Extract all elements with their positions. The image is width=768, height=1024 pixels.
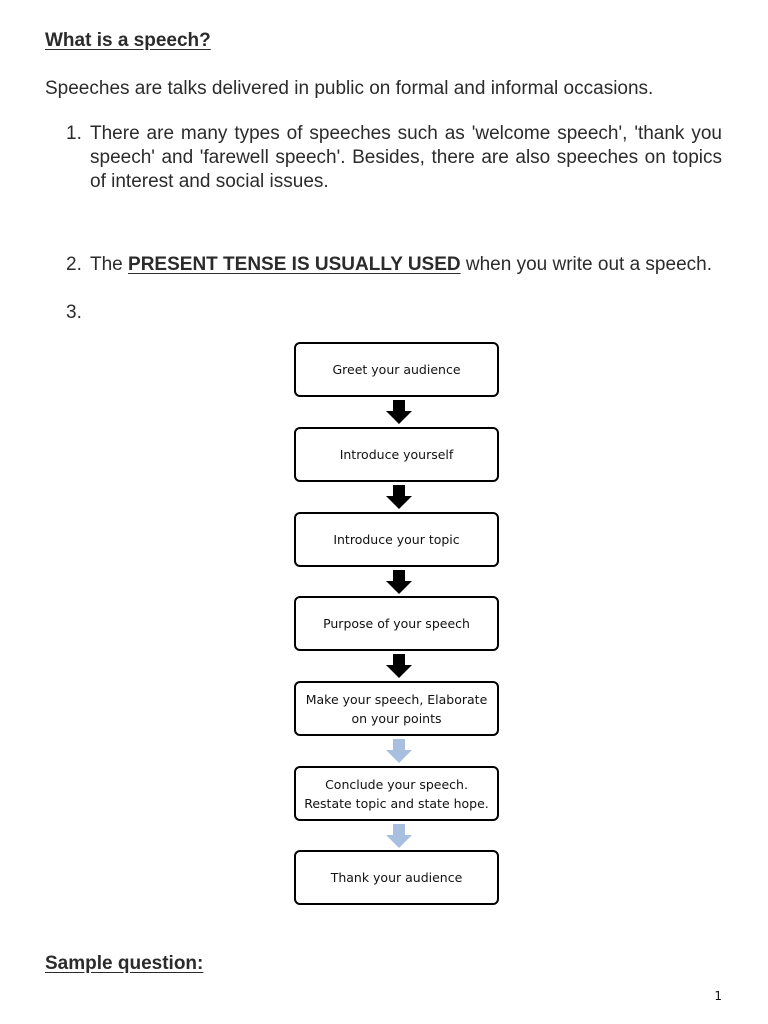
flow-step-introduce-yourself: Introduce yourself [294,427,499,482]
flow-arrow-shape [386,654,412,678]
flow-arrow-down-icon [386,654,412,678]
list-item-number: 2. [66,254,82,275]
flow-step-greet: Greet your audience [294,342,499,397]
list-item-prefix: The [90,254,123,275]
sample-question-heading: Sample question: [45,953,204,974]
present-tense-emphasis: PRESENT TENSE IS USUALLY USED [128,254,461,275]
flow-arrow-shape [386,739,412,763]
flow-step-purpose: Purpose of your speech [294,596,499,651]
page-heading: What is a speech? [45,30,211,51]
flow-arrow-down-icon [386,739,412,763]
flow-step-introduce-topic: Introduce your topic [294,512,499,567]
flow-arrow-down-icon [386,570,412,594]
flow-arrow-down-icon [386,485,412,509]
flow-step-conclude: Conclude your speech. Restate topic and … [294,766,499,821]
list-item-suffix: when you write out a speech. [465,254,712,275]
list-item-text: There are many types of speeches such as… [90,123,722,192]
flow-arrow-shape [386,400,412,424]
flow-step-thank-audience: Thank your audience [294,850,499,905]
list-item-number: 1. [66,123,82,144]
flow-arrow-down-icon [386,824,412,848]
intro-paragraph: Speeches are talks delivered in public o… [45,78,654,99]
flow-arrow-down-icon [386,400,412,424]
flow-step-make-speech: Make your speech, Elaborate on your poin… [294,681,499,736]
list-item-text: The PRESENT TENSE IS USUALLY USED when y… [90,253,722,277]
list-item-number: 3. [66,302,82,323]
list-item-1: 1. There are many types of speeches such… [66,122,722,194]
flow-arrow-shape [386,570,412,594]
flow-arrow-shape [386,824,412,848]
page-number: 1 [714,989,722,1003]
flow-arrow-shape [386,485,412,509]
list-item-2: 2. The PRESENT TENSE IS USUALLY USED whe… [66,253,722,277]
